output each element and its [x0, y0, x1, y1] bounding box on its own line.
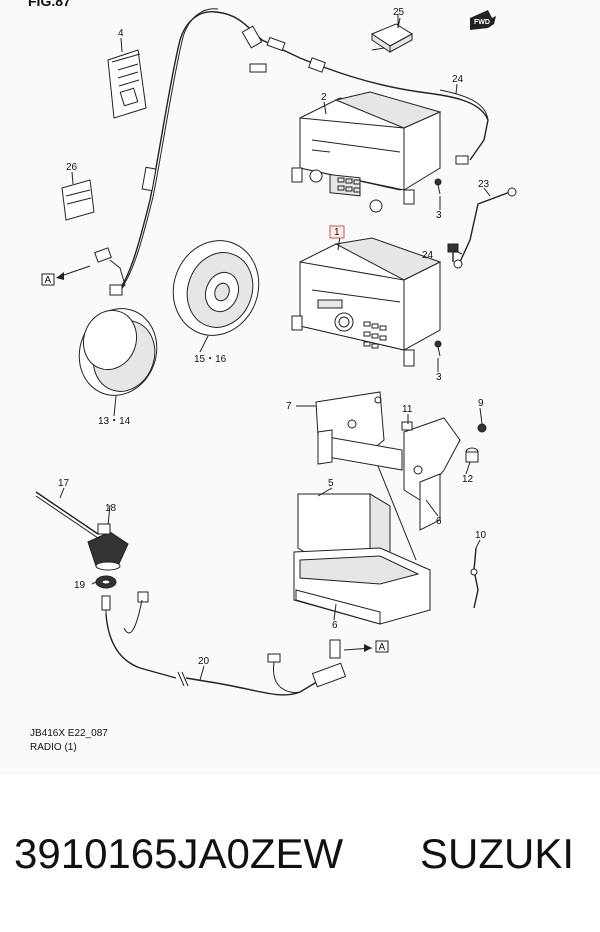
callout-13-14: 13・14 [98, 416, 131, 427]
callout-22: 24 [452, 74, 464, 85]
callout-25: 25 [393, 7, 405, 18]
screw-part-3-lower [434, 340, 442, 357]
callout-11: 11 [402, 404, 413, 415]
svg-text:FWD: FWD [474, 19, 490, 26]
callout-3-upper: 3 [436, 210, 442, 221]
callout-10: 10 [475, 530, 487, 541]
manual-book-part-4 [107, 37, 147, 119]
callout-8: 7 [286, 401, 292, 412]
clip-part-9 [477, 423, 487, 433]
callout-6: 6 [332, 620, 338, 631]
brand-name: SUZUKI [420, 830, 575, 877]
callout-18: 18 [105, 503, 117, 514]
callout-4: 4 [118, 28, 124, 39]
callout-9: 9 [478, 398, 484, 409]
callout-24: 24 [422, 250, 434, 261]
figure-code: JB416X E22_087 [30, 728, 108, 739]
radio-unit-part-2 [291, 91, 442, 213]
bracket-part-7 [401, 417, 479, 531]
callout-19: 19 [74, 580, 86, 591]
speaker-part-15-16 [172, 240, 260, 336]
svg-text:A: A [45, 275, 52, 286]
figure-title: FIG.87 [28, 0, 71, 9]
parts-diagram: FIG.87 FWD A [28, 0, 517, 753]
screw-part-3-upper [434, 178, 442, 195]
speaker-grille-part-13-14 [78, 308, 158, 396]
callout-5: 5 [328, 478, 334, 489]
antenna-cable-part-20: A [101, 591, 389, 696]
callout-17: 17 [58, 478, 70, 489]
pocket-part-6 [293, 547, 431, 625]
sensor-part-25 [370, 14, 413, 53]
figure-caption: RADIO (1) [30, 742, 77, 753]
card-part-26 [61, 171, 95, 221]
callout-3-lower: 3 [436, 372, 442, 383]
fwd-arrow-icon: FWD [470, 10, 496, 30]
callout-26: 26 [66, 162, 78, 173]
callout-2: 2 [321, 92, 327, 103]
callout-23: 23 [478, 179, 490, 190]
callout-1: 1 [334, 227, 340, 238]
callout-7: 6 [436, 516, 442, 527]
callout-15-16: 15・16 [194, 354, 227, 365]
wire-part-10 [470, 547, 479, 609]
svg-text:A: A [379, 642, 386, 653]
panel-part-5 [297, 493, 391, 561]
ground-strap-part-23 [453, 187, 517, 269]
callout-12: 12 [462, 474, 474, 485]
bracket-part-8 [315, 391, 403, 471]
radio-unit-part-1 [291, 237, 442, 367]
bolt-part-24 [447, 243, 459, 262]
antenna-part-17-18 [35, 491, 129, 571]
part-number: 3910165JA0ZEW [14, 830, 344, 877]
nut-part-19 [95, 575, 117, 589]
footer [0, 775, 600, 932]
callout-20: 20 [198, 656, 210, 667]
